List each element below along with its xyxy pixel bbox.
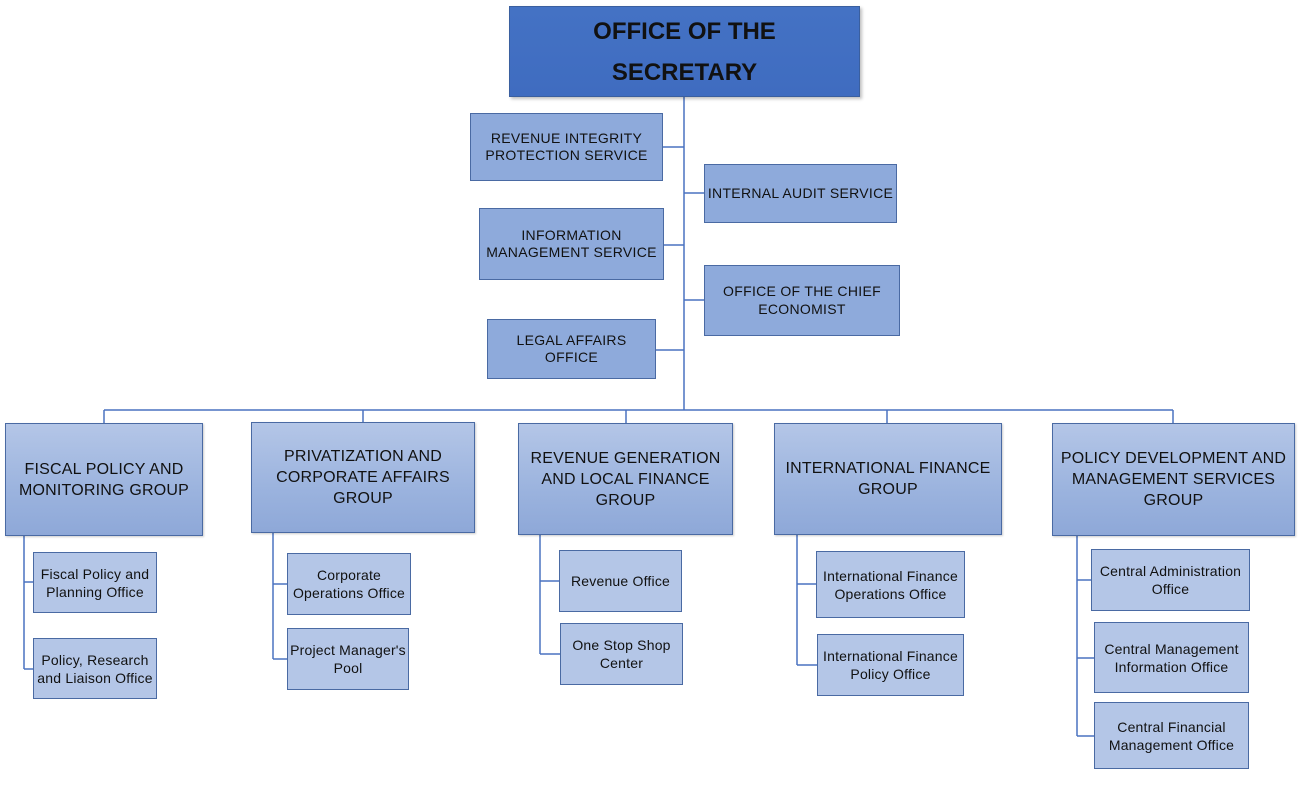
- office-label: Project Manager's Pool: [290, 642, 406, 676]
- office-central-administration[interactable]: Central Administration Office: [1091, 549, 1250, 611]
- office-label: One Stop Shop Center: [572, 637, 671, 671]
- office-international-finance-policy[interactable]: International Finance Policy Office: [817, 634, 964, 696]
- chief-economist-label: OFFICE OF THE CHIEF ECONOMIST: [723, 283, 881, 317]
- group-international-finance[interactable]: INTERNATIONAL FINANCE GROUP: [774, 423, 1002, 535]
- group-label: REVENUE GENERATION AND LOCAL FINANCE GRO…: [530, 449, 721, 509]
- office-of-the-secretary-box[interactable]: OFFICE OF THE SECRETARY: [509, 6, 860, 97]
- group-revenue-generation[interactable]: REVENUE GENERATION AND LOCAL FINANCE GRO…: [518, 423, 733, 535]
- group-privatization[interactable]: PRIVATIZATION AND CORPORATE AFFAIRS GROU…: [251, 422, 475, 533]
- revenue-integrity-label: REVENUE INTEGRITY PROTECTION SERVICE: [485, 129, 648, 164]
- office-label: Central Management Information Office: [1104, 640, 1239, 675]
- group-label: FISCAL POLICY AND MONITORING GROUP: [18, 460, 190, 499]
- internal-audit-box[interactable]: INTERNAL AUDIT SERVICE: [704, 164, 897, 223]
- office-project-managers-pool[interactable]: Project Manager's Pool: [287, 628, 409, 690]
- office-one-stop-shop[interactable]: One Stop Shop Center: [560, 623, 683, 685]
- chief-economist-box[interactable]: OFFICE OF THE CHIEF ECONOMIST: [704, 265, 900, 336]
- legal-affairs-label: LEGAL AFFAIRS OFFICE: [516, 331, 627, 366]
- group-fiscal-policy[interactable]: FISCAL POLICY AND MONITORING GROUP: [5, 423, 203, 536]
- group-label: INTERNATIONAL FINANCE GROUP: [785, 460, 991, 498]
- office-central-financial-management[interactable]: Central Financial Management Office: [1094, 702, 1249, 769]
- office-label: Policy, Research and Liaison Office: [37, 651, 153, 686]
- office-central-management-information[interactable]: Central Management Information Office: [1094, 622, 1249, 693]
- office-label: International Finance Policy Office: [823, 648, 958, 682]
- revenue-integrity-box[interactable]: REVENUE INTEGRITY PROTECTION SERVICE: [470, 113, 663, 181]
- office-label: Central Administration Office: [1099, 563, 1242, 597]
- office-policy-research-liaison[interactable]: Policy, Research and Liaison Office: [33, 638, 157, 699]
- legal-affairs-box[interactable]: LEGAL AFFAIRS OFFICE: [487, 319, 656, 379]
- office-of-the-secretary-label: OFFICE OF THE SECRETARY: [593, 17, 776, 86]
- office-label: International Finance Operations Office: [823, 567, 958, 602]
- office-revenue[interactable]: Revenue Office: [559, 550, 682, 612]
- internal-audit-label: INTERNAL AUDIT SERVICE: [707, 184, 894, 201]
- group-label: POLICY DEVELOPMENT AND MANAGEMENT SERVIC…: [1060, 450, 1287, 509]
- information-management-box[interactable]: INFORMATION MANAGEMENT SERVICE: [479, 208, 664, 280]
- office-international-finance-operations[interactable]: International Finance Operations Office: [816, 551, 965, 618]
- office-label: Corporate Operations Office: [292, 567, 406, 601]
- office-corporate-operations[interactable]: Corporate Operations Office: [287, 553, 411, 615]
- office-label: Fiscal Policy and Planning Office: [40, 565, 150, 600]
- information-management-label: INFORMATION MANAGEMENT SERVICE: [486, 226, 657, 261]
- office-fiscal-policy-planning[interactable]: Fiscal Policy and Planning Office: [33, 552, 157, 613]
- group-label: PRIVATIZATION AND CORPORATE AFFAIRS GROU…: [276, 448, 450, 507]
- group-policy-development[interactable]: POLICY DEVELOPMENT AND MANAGEMENT SERVIC…: [1052, 423, 1295, 536]
- office-label: Central Financial Management Office: [1108, 718, 1235, 753]
- office-label: Revenue Office: [570, 573, 671, 589]
